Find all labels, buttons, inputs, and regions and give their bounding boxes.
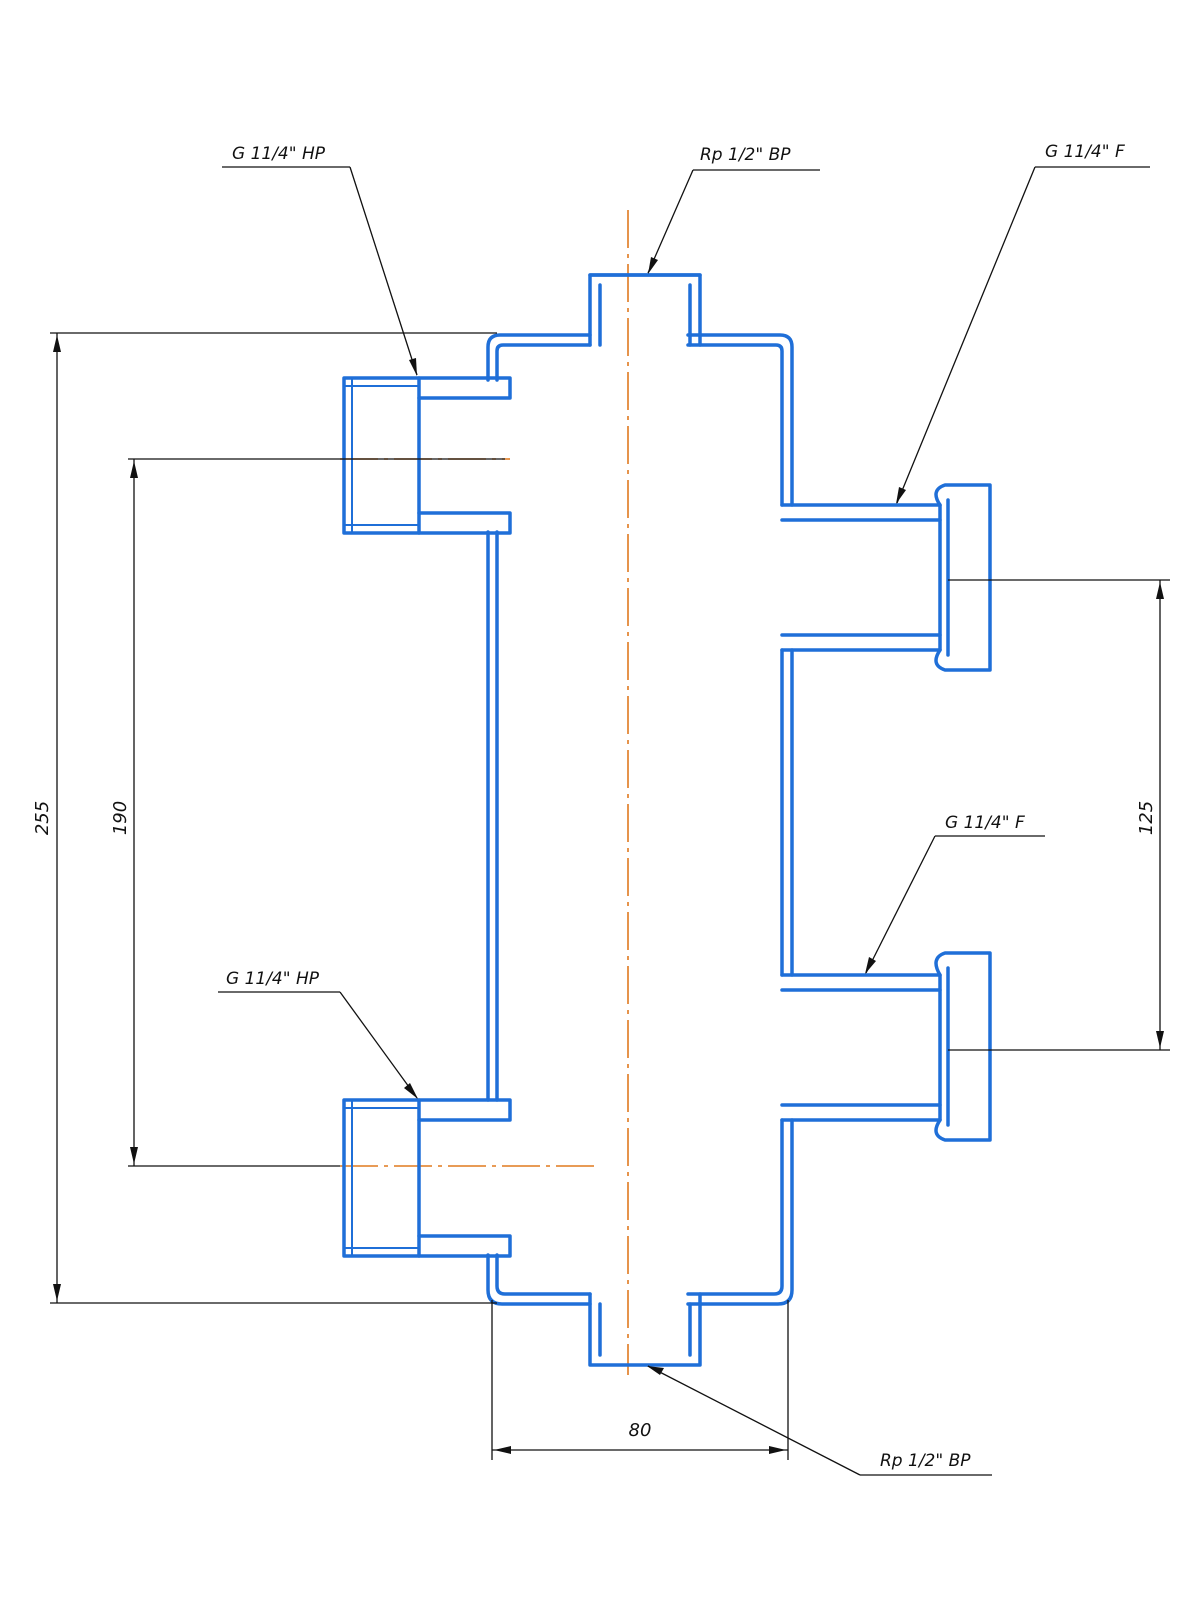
callout-label-top-right: G 11/4" F <box>1045 142 1125 162</box>
callout-bottom-left: G 11/4" HP <box>218 969 418 1099</box>
dimension-body-width: 80 <box>491 1300 789 1460</box>
callout-label-top-left: G 11/4" HP <box>232 144 326 164</box>
callout-label-bottom-left: G 11/4" HP <box>226 969 320 989</box>
lower-right-port <box>780 951 992 1142</box>
lower-left-nipple <box>342 1098 512 1258</box>
callout-top-right: G 11/4" F <box>896 142 1150 504</box>
callout-top-center: Rp 1/2" BP <box>647 145 820 274</box>
dimension-label-right-spacing: 125 <box>1136 801 1157 835</box>
callout-label-bottom-right: Rp 1/2" BP <box>880 1451 971 1471</box>
dimension-overall-height: 255 <box>32 332 497 1304</box>
upper-left-nipple <box>342 376 512 535</box>
upper-right-port <box>780 483 992 672</box>
separator-body <box>486 333 794 1306</box>
callout-bottom-right: Rp 1/2" BP <box>647 1365 992 1476</box>
callout-label-top-center: Rp 1/2" BP <box>700 145 791 165</box>
dimension-right-spacing: 125 <box>948 579 1170 1051</box>
top-socket <box>588 273 702 347</box>
dimension-label-body-width: 80 <box>629 1420 652 1441</box>
callout-middle-right: G 11/4" F <box>865 813 1045 974</box>
dimension-left-spacing: 190 <box>110 458 505 1167</box>
bottom-socket <box>588 1292 702 1367</box>
dimension-label-overall-height: 255 <box>32 801 53 835</box>
dimension-label-left-spacing: 190 <box>110 801 131 835</box>
callout-label-middle-right: G 11/4" F <box>945 813 1025 833</box>
callout-top-left: G 11/4" HP <box>222 144 418 376</box>
